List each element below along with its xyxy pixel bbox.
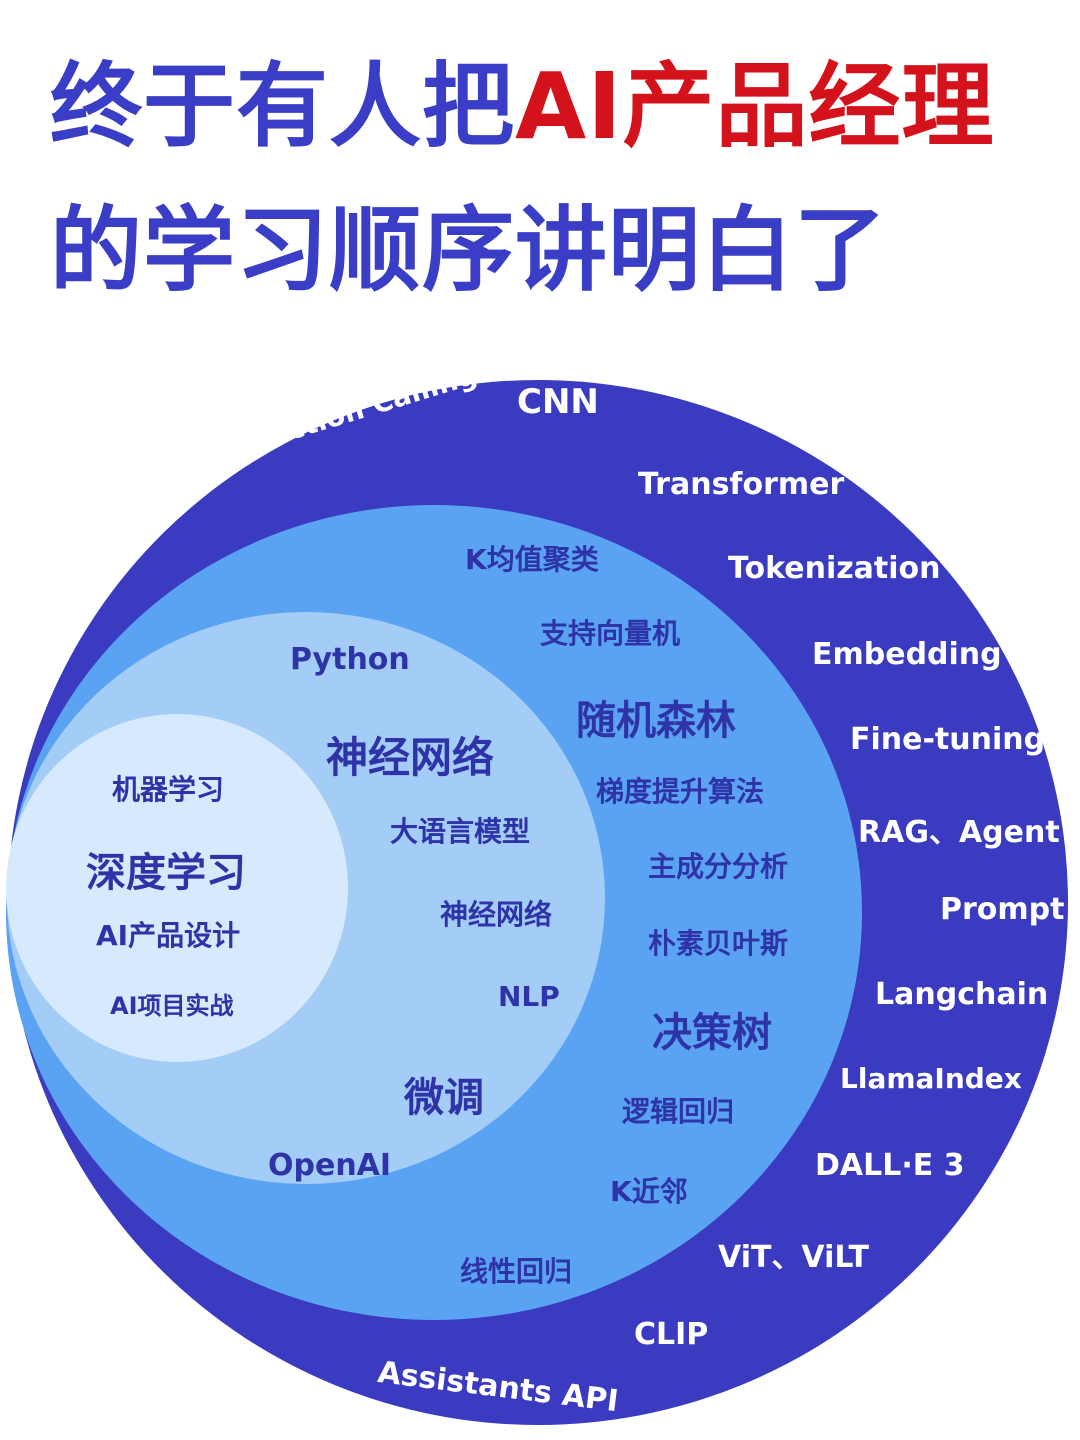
third-label-neural-network: 神经网络 [440, 898, 553, 931]
second-label-linear-regression: 线性回归 [460, 1255, 573, 1288]
title-prefix: 终于有人把 [50, 53, 516, 160]
inner-label-ai-product-design: AI产品设计 [96, 919, 241, 952]
outer-label-rag-agent: RAG、Agent [858, 815, 1060, 850]
second-label-kmeans: K均值聚类 [465, 543, 599, 576]
outer-label-vit-vilt: ViT、ViLT [718, 1240, 870, 1275]
second-label-decision-tree: 决策树 [652, 1010, 772, 1056]
inner-label-deep-learning: 深度学习 [86, 850, 246, 896]
outer-label-cnn: CNN [517, 382, 599, 422]
outer-label-llamaindex: LlamaIndex [840, 1062, 1022, 1095]
third-label-openai: OpenAI [268, 1148, 392, 1183]
third-label-neural-network-large: 神经网络 [326, 733, 495, 782]
title-line-1: 终于有人把AI产品经理 [50, 56, 994, 157]
outer-label-tokenization: Tokenization [728, 551, 941, 586]
second-label-gbm: 梯度提升算法 [596, 775, 765, 808]
title-highlight: AI产品经理 [515, 53, 995, 160]
third-label-nlp: NLP [498, 980, 560, 1013]
outer-label-prompt: Prompt [940, 892, 1065, 927]
second-label-pca: 主成分分析 [648, 850, 789, 883]
third-label-fine-tune: 微调 [404, 1075, 484, 1121]
inner-label-ai-project-practice: AI项目实战 [110, 992, 234, 1020]
second-label-logistic-regression: 逻辑回归 [622, 1095, 735, 1128]
outer-label-fine-tuning: Fine-tuning [850, 722, 1046, 757]
outer-label-dalle3: DALL·E 3 [815, 1148, 965, 1183]
title-line-2: 的学习顺序讲明白了 [50, 197, 888, 304]
second-label-svm: 支持向量机 [540, 617, 681, 650]
inner-circle [6, 714, 348, 1062]
inner-label-machine-learning: 机器学习 [112, 773, 225, 806]
outer-label-clip: CLIP [634, 1317, 709, 1352]
outer-label-embedding: Embedding [812, 637, 1002, 672]
outer-label-langchain: Langchain [875, 977, 1049, 1012]
second-label-random-forest: 随机森林 [576, 698, 736, 744]
outer-label-transformer: Transformer [638, 467, 845, 502]
second-label-naive-bayes: 朴素贝叶斯 [648, 927, 789, 960]
second-label-knn: K近邻 [610, 1175, 688, 1208]
third-label-python: Python [290, 642, 410, 677]
third-label-llm: 大语言模型 [390, 815, 531, 848]
